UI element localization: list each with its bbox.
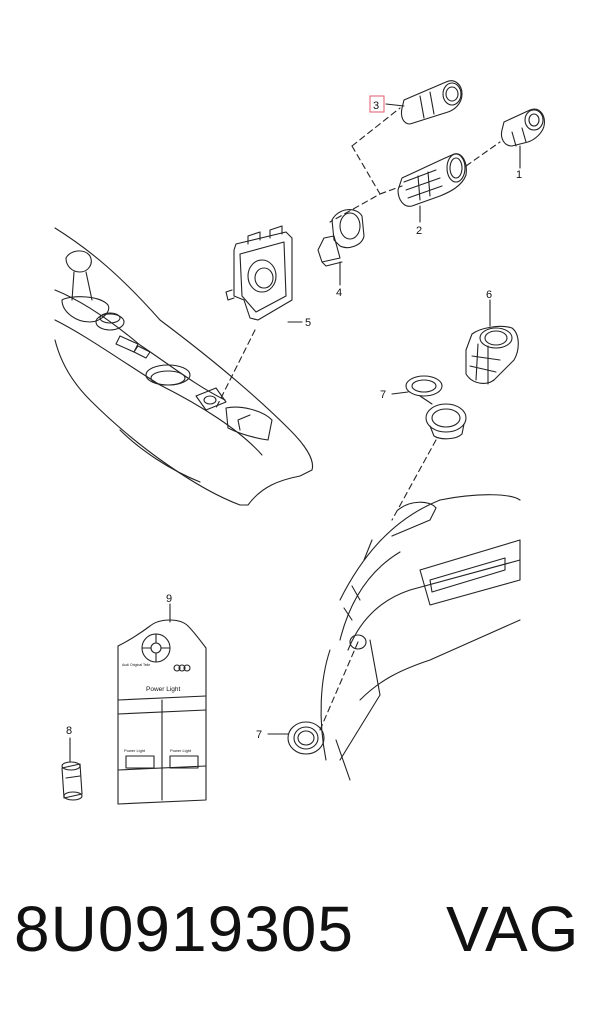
retail-package-part-9	[117, 619, 207, 805]
package-label-right: Power Light	[170, 748, 192, 753]
plug-part-1	[500, 108, 545, 147]
callout-9: 9	[166, 593, 172, 605]
parts-diagram: 1 2 3 4 5 6 7 7 8 9 Audi Original Teile …	[54, 80, 545, 805]
callout-3: 3	[373, 100, 379, 112]
ring-part-7-lower	[287, 721, 325, 755]
package-brand-line: Audi Original Teile	[122, 663, 150, 667]
brand-name: VAG	[446, 893, 580, 965]
callout-1: 1	[516, 169, 522, 181]
package-label-left: Power Light	[124, 748, 146, 753]
callout-7-upper: 7	[380, 389, 386, 401]
callout-2: 2	[416, 225, 422, 237]
center-console	[54, 227, 314, 506]
cap-part-7-upper	[405, 375, 467, 440]
rear-trim-panel	[320, 494, 521, 781]
adapter-part-8	[61, 761, 83, 801]
plug-part-3	[400, 80, 463, 125]
holder-part-4	[317, 209, 365, 267]
socket-part-6	[465, 325, 519, 385]
bracket-part-5	[225, 225, 293, 321]
callout-3-highlight	[369, 95, 385, 113]
callout-8: 8	[66, 725, 72, 737]
callout-5: 5	[305, 317, 311, 329]
callout-7-lower: 7	[256, 729, 262, 741]
callout-6: 6	[486, 289, 492, 301]
callout-4: 4	[336, 287, 342, 299]
part-number: 8U0919305	[14, 893, 354, 965]
socket-part-2	[397, 153, 467, 207]
package-product: Power Light	[146, 686, 181, 693]
